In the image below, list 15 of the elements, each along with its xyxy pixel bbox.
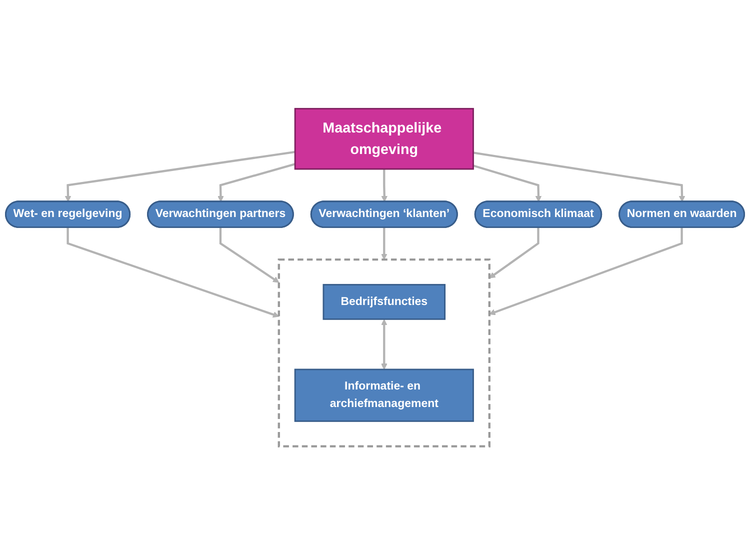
arrow <box>473 152 686 202</box>
arrow <box>64 150 296 202</box>
node-box: Bedrijfsfuncties <box>322 284 446 320</box>
arrow <box>472 164 542 202</box>
arrow <box>489 227 683 316</box>
arrow <box>218 163 296 202</box>
cluster <box>278 258 490 448</box>
arrow <box>66 227 280 318</box>
node-box: Informatie- en archiefmanagement <box>294 368 474 422</box>
arrow <box>381 169 388 202</box>
node-box: Maatschappelijke omgeving <box>294 108 474 170</box>
arrow <box>489 227 540 278</box>
arrow <box>381 319 388 370</box>
arrow <box>380 227 388 260</box>
arrow <box>219 227 280 283</box>
